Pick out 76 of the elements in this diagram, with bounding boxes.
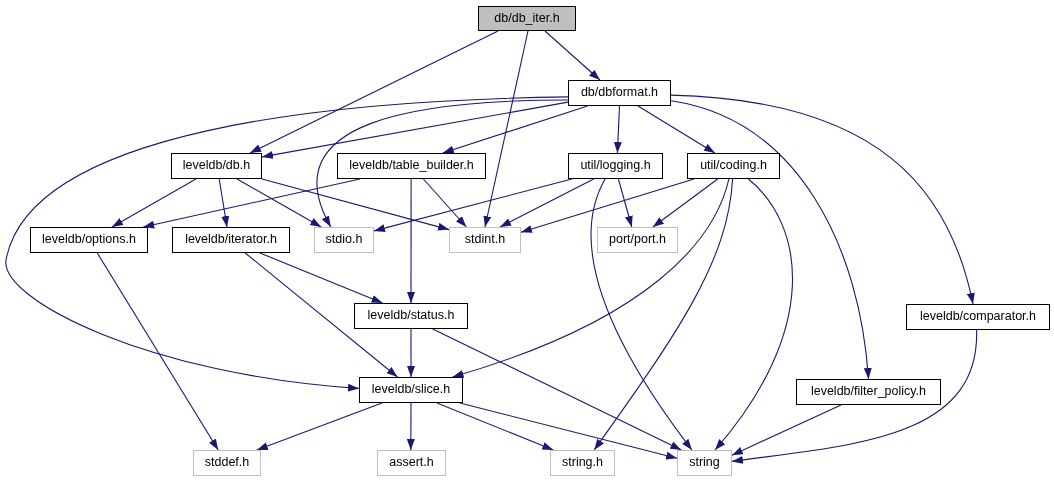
dependency-arrow <box>617 178 633 228</box>
header-file-node <box>193 450 261 476</box>
dependency-arrow <box>499 178 595 228</box>
file-name: stdio.h <box>325 233 363 247</box>
dependency-arrow <box>436 402 554 451</box>
file-name: leveldb/options.h <box>42 233 136 247</box>
dependency-arrow <box>452 178 730 378</box>
header-file-node <box>359 377 463 403</box>
dependency-arrow <box>613 105 622 154</box>
file-name: db/dbformat.h <box>580 86 659 100</box>
file-name: string <box>689 456 720 470</box>
dependency-arrow <box>244 252 399 378</box>
dependency-arrow <box>670 100 872 380</box>
dependency-arrow <box>442 105 589 154</box>
dependency-arrow <box>483 30 529 228</box>
file-name: assert.h <box>389 456 434 470</box>
dependency-arrow <box>432 328 682 451</box>
dependency-arrow <box>544 30 601 81</box>
dependency-arrow <box>256 402 383 451</box>
header-file-node <box>906 304 1050 330</box>
header-file-node <box>172 227 290 253</box>
dependency-arrow <box>218 178 230 228</box>
header-file-node <box>30 227 148 253</box>
file-name: port/port.h <box>609 233 666 247</box>
file-name: leveldb/db.h <box>182 159 251 173</box>
header-file-node <box>597 227 678 253</box>
file-name: util/logging.h <box>580 159 651 173</box>
header-file-node <box>377 450 446 476</box>
header-file-node <box>677 450 732 476</box>
dependency-arrow <box>520 178 695 233</box>
header-file-node <box>337 153 486 179</box>
file-name: leveldb/status.h <box>367 309 455 323</box>
header-file-node <box>314 227 374 253</box>
dependency-arrow <box>96 252 219 451</box>
dependency-arrow <box>731 329 978 464</box>
dependency-arrow <box>422 178 467 228</box>
header-file-node <box>449 227 521 253</box>
dependency-arrow <box>111 178 197 228</box>
file-name: string.h <box>562 456 603 470</box>
dependency-arrow <box>731 404 842 456</box>
file-name: leveldb/filter_policy.h <box>810 385 927 399</box>
header-file-node <box>171 153 262 179</box>
dependency-arrow <box>637 105 716 154</box>
header-file-node <box>354 303 468 329</box>
dependency-arrow <box>236 178 322 228</box>
dependency-arrow <box>373 178 573 232</box>
dependency-arrow <box>316 99 569 228</box>
dependency-arrow <box>261 101 569 159</box>
dependency-arrow <box>407 328 415 378</box>
dependency-arrow <box>652 178 719 228</box>
dependency-arrow <box>670 94 975 305</box>
file-name: leveldb/iterator.h <box>185 233 277 247</box>
header-file-node <box>687 153 780 179</box>
header-file-node <box>568 80 671 106</box>
dependency-arrow <box>259 252 384 304</box>
header-file-node <box>796 379 941 405</box>
file-name: leveldb/table_builder.h <box>349 159 474 173</box>
file-name: stddef.h <box>204 456 250 470</box>
dependency-arrow <box>142 178 361 229</box>
file-name: db/db_iter.h <box>494 11 560 26</box>
header-file-node <box>478 6 576 31</box>
file-name: leveldb/comparator.h <box>919 310 1036 324</box>
dependency-arrow <box>407 178 415 304</box>
dependency-arrow <box>714 178 793 451</box>
dependency-arrow <box>593 178 734 451</box>
file-name: stdint.h <box>464 233 506 247</box>
dependency-arrow <box>261 178 450 231</box>
dependency-arrow <box>459 402 678 460</box>
dependency-arrow <box>5 96 569 392</box>
dependency-arrow <box>249 30 499 154</box>
dependency-arrow <box>590 178 693 451</box>
file-name: leveldb/slice.h <box>371 383 451 397</box>
header-file-node <box>568 153 663 179</box>
dependency-arrow <box>406 402 415 451</box>
header-file-node <box>550 450 615 476</box>
file-name: util/coding.h <box>700 159 767 173</box>
